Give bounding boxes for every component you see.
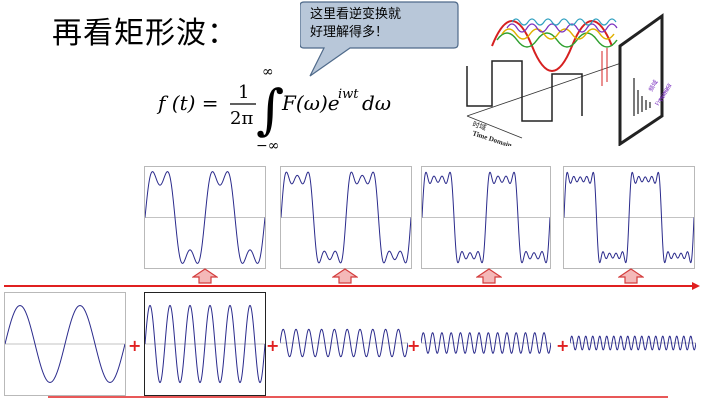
partial-sum-wave-1 [145,171,265,264]
harmonic-wave-7 [421,332,551,354]
wave-curve [145,171,265,264]
partial-sum-wave-3 [422,171,550,264]
plus-sign-2: + [266,336,280,355]
time-domain-label-cn: 时域 [471,119,487,132]
harmonic-wave-1 [5,305,125,383]
partial-sum-panel-1 [144,166,266,269]
formula-integrand: F(ω)e [281,91,340,115]
wave-curve [5,305,125,383]
formula-numerator: 1 [238,82,249,103]
slide-title: 再看矩形波： [52,16,238,51]
callout-line-2: 好理解得多！ [310,25,389,40]
harmonic-wave-5 [280,328,408,358]
wave-curve [564,171,694,264]
callout-bubble: 这里看逆变换就 好理解得多！ [300,0,470,80]
harmonic-panel-4 [421,292,551,394]
formula-denominator: 2π [230,108,253,129]
wave-curve [145,304,265,384]
harmonic-wave-9 [570,335,696,351]
bottom-red-line [48,396,668,398]
inverse-fourier-formula: f (t) = 1 2π ∞ ∫ −∞ F(ω)e iwt dω [150,62,410,162]
formula-differential: dω [362,91,391,115]
partial-sum-panel-4 [563,166,695,269]
wave-curve [570,335,696,351]
partial-sum-panel-2 [280,166,412,269]
wave-curve [422,171,550,264]
harmonic-panel-3 [280,292,408,394]
formula-integral: ∫ [256,78,284,141]
harmonic-wave-3 [145,304,265,384]
harmonic-panel-2 [144,292,266,396]
frequency-panel [618,13,664,147]
wave-curve [280,328,408,358]
harmonic-panel-1 [4,292,126,396]
formula-upper-limit: ∞ [262,64,274,80]
up-arrow-icon-1 [192,268,218,284]
partial-sum-wave-2 [281,171,411,264]
formula-exponent: iwt [338,87,359,102]
wave-curve [281,171,411,264]
wave-curve [421,332,551,354]
partial-sum-panel-3 [421,166,551,269]
progression-arrow [4,282,700,290]
callout-line-1: 这里看逆变换就 [310,7,402,22]
formula-lhs: f (t) = [156,91,219,115]
up-arrow-icon-2 [332,268,358,284]
plus-sign-1: + [128,336,142,355]
time-frequency-illustration: 时域 Time Domain 频域 Frequency Domain [452,6,673,150]
up-arrow-icon-3 [476,268,502,284]
up-arrow-icon-4 [618,268,644,284]
illustration-square-wave [466,60,583,122]
harmonic-panel-5 [570,292,696,394]
plus-sign-4: + [556,336,570,355]
formula-lower-limit: −∞ [256,138,279,154]
partial-sum-wave-4 [564,171,694,264]
plus-sign-3: + [407,336,421,355]
